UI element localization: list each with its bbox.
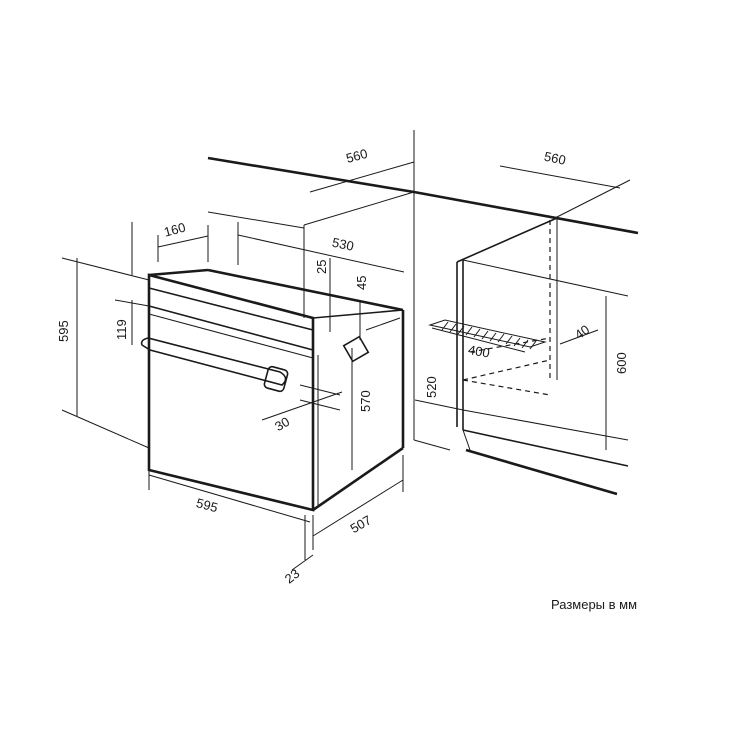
left-cabinet-outline xyxy=(207,130,639,451)
dim-25: 25 xyxy=(314,260,329,274)
dim-560-top: 560 xyxy=(344,146,369,166)
dim-530: 530 xyxy=(331,235,355,254)
dim-45: 45 xyxy=(354,276,369,290)
dim-23: 23 xyxy=(282,566,303,587)
dim-570: 570 xyxy=(358,390,373,412)
dim-595-bottom: 595 xyxy=(195,495,220,515)
right-cabinet-outline xyxy=(414,217,629,496)
oven-body xyxy=(140,268,405,512)
dim-160: 160 xyxy=(162,220,187,240)
ventilation-slot xyxy=(428,319,547,350)
units-note: Размеры в мм xyxy=(551,597,638,612)
dim-595-left: 595 xyxy=(56,320,71,342)
dim-560-right: 560 xyxy=(543,149,567,168)
dim-119: 119 xyxy=(114,319,129,340)
dim-30: 30 xyxy=(272,414,292,434)
dim-507: 507 xyxy=(348,512,374,536)
dimension-labels: 560 560 530 160 25 45 595 119 570 30 595… xyxy=(56,146,629,587)
dim-40: 40 xyxy=(572,322,592,343)
dim-520: 520 xyxy=(424,376,439,398)
dim-600: 600 xyxy=(614,352,629,374)
dim-400: 400 xyxy=(467,342,491,361)
dimension-lines xyxy=(61,161,631,571)
